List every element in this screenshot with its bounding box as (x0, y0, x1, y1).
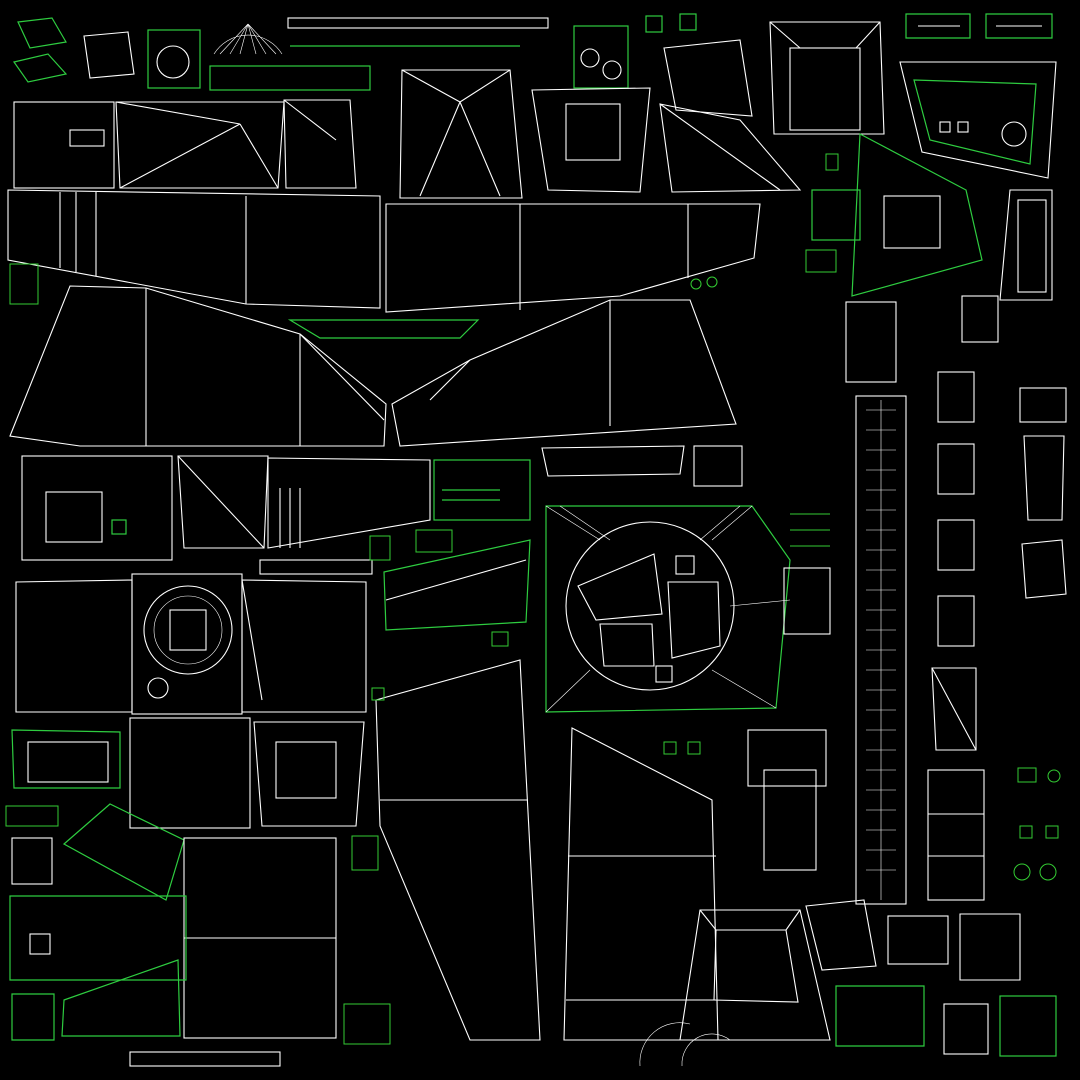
uv-island-wide-panel-b (9, 285, 737, 447)
uv-island-center-round (541, 445, 831, 713)
uv-island-small-parts (5, 153, 1061, 1045)
uv-island-middle-left (21, 455, 531, 575)
uv-island-right-bolts (887, 295, 1067, 1055)
uv-island-wide-panel-a (7, 189, 761, 313)
uv-island-tall-panels (375, 539, 719, 1041)
uv-island-long-strip-upper (13, 99, 357, 189)
uv-island-lower-left (9, 717, 365, 1067)
uv-island-speaker-block (15, 573, 367, 715)
uv-island-bottom-right (639, 729, 1057, 1067)
uv-island-top-right (645, 13, 1057, 179)
uv-island-top-center (399, 25, 802, 199)
uv-island-top-left-cluster (13, 17, 549, 91)
uv-island-right-column (811, 133, 1067, 905)
